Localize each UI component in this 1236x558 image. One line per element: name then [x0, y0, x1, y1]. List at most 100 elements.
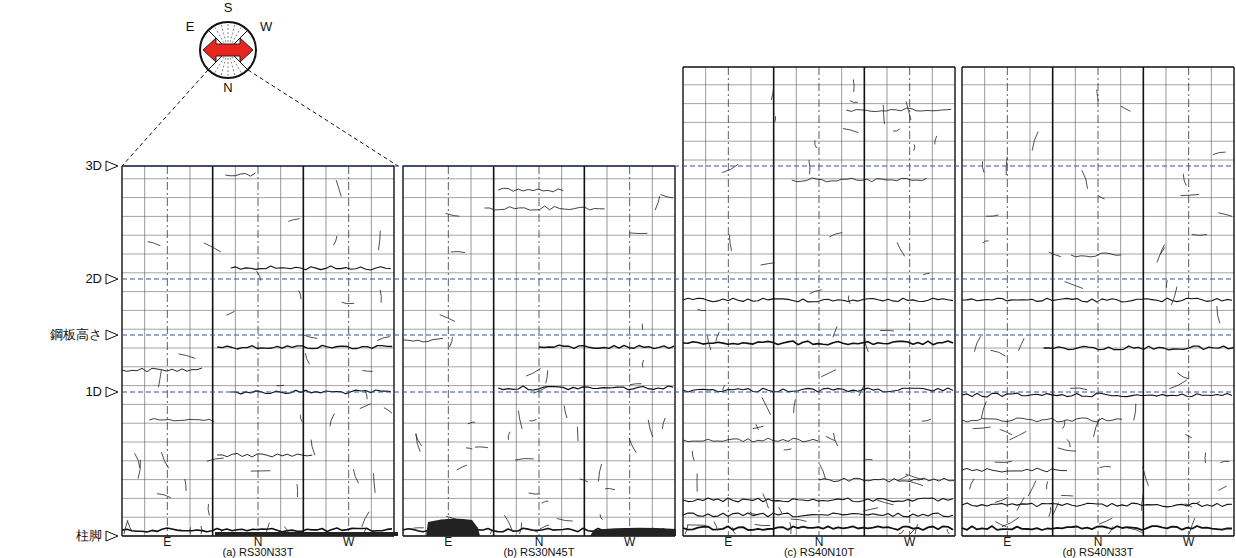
grid-line: [403, 366, 675, 367]
crack-line: [779, 507, 782, 513]
grid: [683, 67, 955, 536]
panel-caption: (b) RS30N45T: [504, 546, 575, 558]
crack-line: [906, 101, 911, 120]
grid-line: [122, 404, 394, 405]
grid-line: [652, 166, 653, 536]
grid: [403, 166, 675, 536]
grid-line: [393, 166, 394, 536]
grid-line: [1188, 67, 1189, 536]
crack-line: [1157, 247, 1165, 262]
crack-line: [820, 464, 826, 479]
crack-line: [683, 513, 953, 517]
crack-line: [846, 108, 951, 111]
crack-line: [299, 291, 301, 300]
compass-label: S: [224, 1, 233, 15]
crack-line: [1183, 174, 1186, 186]
grid-line: [683, 272, 955, 273]
grid-line: [962, 460, 1234, 461]
crack-line: [859, 386, 864, 396]
grid-line: [682, 67, 683, 536]
crack-line: [897, 242, 905, 256]
crack-line: [266, 523, 269, 533]
crack-line: [683, 388, 953, 392]
crack-line: [1194, 502, 1200, 504]
grid-line: [403, 197, 675, 198]
crack-line: [697, 474, 698, 492]
crack-line: [683, 526, 953, 530]
crack-line: [342, 302, 354, 303]
crack-line: [990, 350, 1005, 356]
panel-caption: (c) RS40N10T: [784, 546, 854, 558]
crack-line: [1218, 213, 1232, 217]
grid-line: [167, 166, 168, 536]
crack-line: [913, 144, 915, 150]
panel-border: [962, 66, 1234, 67]
face-label: E: [163, 536, 171, 549]
crack-line: [1160, 245, 1164, 255]
crack-line: [794, 399, 796, 413]
crack-line: [655, 196, 660, 210]
crack-line: [986, 215, 999, 216]
grid-line: [326, 166, 327, 536]
crack-line: [662, 418, 665, 429]
face-label: E: [724, 536, 732, 549]
crack-line: [629, 438, 636, 453]
crack-line: [542, 501, 549, 503]
crack-line: [466, 448, 472, 449]
crack-line: [995, 522, 1006, 527]
crack-line: [755, 524, 770, 525]
grid-line: [1143, 67, 1145, 536]
crack-line: [863, 459, 872, 460]
grid: [962, 67, 1234, 536]
face-label: W: [1183, 536, 1194, 549]
grid-line: [403, 479, 675, 480]
crack-line: [580, 479, 588, 482]
grid-line: [122, 366, 394, 367]
grid-line: [984, 67, 985, 536]
crack-line: [905, 474, 923, 480]
face-label: W: [624, 536, 635, 549]
crack-line: [1049, 252, 1061, 257]
crack-line: [1032, 132, 1038, 151]
crack-line: [122, 528, 392, 532]
crack-line: [485, 206, 605, 210]
crack-line: [122, 368, 202, 372]
crack-line: [1009, 431, 1026, 440]
grid-line: [122, 479, 394, 480]
crack-line: [660, 195, 673, 199]
crack-line: [135, 453, 140, 468]
crack-line: [685, 525, 688, 534]
crack-line: [557, 519, 573, 522]
face-label: E: [1003, 536, 1011, 549]
crack-line: [546, 370, 548, 383]
crack-line: [1063, 420, 1065, 428]
crack-line: [1185, 434, 1192, 437]
crack-line: [1171, 287, 1177, 305]
grid-line: [122, 197, 394, 198]
crack-line: [763, 494, 769, 509]
grid-line: [705, 67, 706, 536]
crack-line: [962, 393, 1232, 397]
grid-line: [122, 517, 394, 518]
crack-line: [1205, 453, 1207, 464]
crack-line: [642, 360, 643, 368]
level-label: 3D: [85, 159, 102, 173]
crack-line: [1143, 467, 1149, 486]
crack-line: [1099, 518, 1113, 524]
crack-line: [821, 370, 836, 377]
grid-line: [516, 166, 517, 536]
face-label: W: [343, 536, 354, 549]
crack-line: [1071, 253, 1121, 257]
compass-label: W: [260, 20, 272, 34]
crack-line: [830, 233, 843, 237]
crack-line: [1189, 518, 1195, 534]
crack-line: [189, 527, 191, 534]
grid-line: [280, 166, 281, 536]
crack-line: [970, 479, 974, 489]
panel-caption: (a) RS30N33T: [223, 546, 294, 558]
grid-line: [493, 166, 495, 536]
grid-line: [962, 348, 1234, 349]
crack-line: [225, 173, 255, 176]
crack-line: [809, 160, 810, 174]
